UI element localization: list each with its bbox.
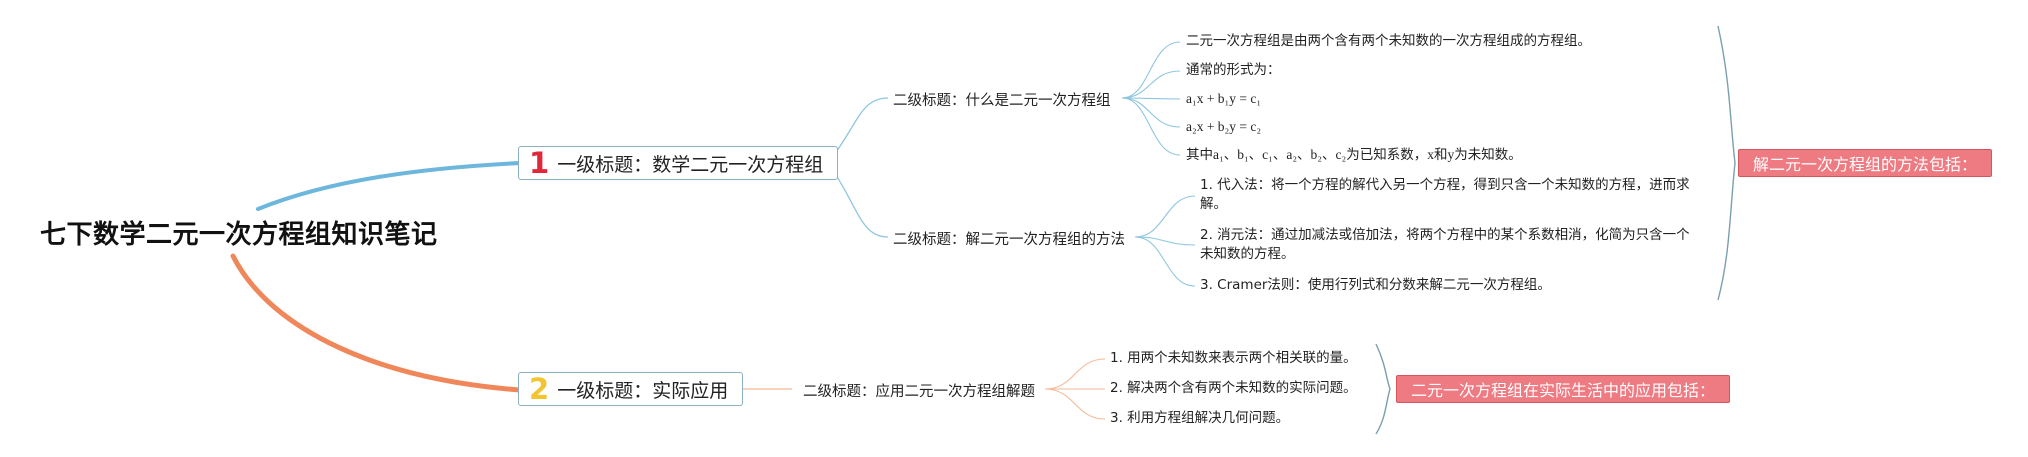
- root-topic[interactable]: 七下数学二元一次方程组知识笔记: [40, 220, 438, 250]
- connector-s2-leaf2: [1134, 236, 1196, 246]
- connector-root-branch-1: [256, 161, 522, 211]
- subtopic-application[interactable]: 二级标题：应用二元一次方程组解题: [803, 384, 1035, 400]
- branch-2-title: 一级标题：实际应用: [557, 379, 729, 402]
- leaf-app-1[interactable]: 1. 用两个未知数来表示两个相关联的量。: [1110, 350, 1357, 366]
- connector-s3-leaf1: [1044, 358, 1106, 390]
- summary-applications[interactable]: 二元一次方程组在实际生活中的应用包括：: [1396, 375, 1731, 403]
- leaf-equation-1[interactable]: a₁x + b₁y = c₁: [1186, 91, 1262, 106]
- subtopic-what-is[interactable]: 二级标题：什么是二元一次方程组: [893, 93, 1111, 109]
- leaf-elimination[interactable]: 2. 消元法：通过加减法或倍加法，将两个方程中的某个系数相消，化简为只含一个未知…: [1200, 227, 1690, 262]
- leaf-app-2[interactable]: 2. 解决两个含有两个未知数的实际问题。: [1110, 380, 1357, 396]
- connector-s1-leaf4: [1121, 97, 1181, 128]
- subtopic-methods[interactable]: 二级标题：解二元一次方程组的方法: [893, 232, 1125, 248]
- branch-1-title: 一级标题：数学二元一次方程组: [557, 153, 824, 176]
- connector-s3-leaf3: [1044, 388, 1106, 420]
- leaf-cramer[interactable]: 3. Cramer法则：使用行列式和分数来解二元一次方程组。: [1200, 277, 1551, 293]
- branch-1-number: 1: [529, 145, 550, 180]
- connector-s1-leaf1: [1121, 41, 1181, 99]
- summary-brace-2: [1375, 343, 1391, 435]
- leaf-equation-2[interactable]: a₂x + b₂y = c₂: [1186, 119, 1262, 134]
- branch-2-number: 2: [529, 371, 550, 406]
- branch-1-topic[interactable]: 1 一级标题：数学二元一次方程组: [518, 145, 839, 180]
- branch-2-topic[interactable]: 2 一级标题：实际应用: [518, 371, 744, 406]
- connector-s2-leaf3: [1134, 236, 1196, 287]
- leaf-substitution[interactable]: 1. 代入法：将一个方程的解代入另一个方程，得到只含一个未知数的方程，进而求解。: [1200, 177, 1690, 212]
- leaf-coefficients[interactable]: 其中a₁、b₁、c₁、a₂、b₂、c₂为已知系数，x和y为未知数。: [1186, 147, 1522, 162]
- leaf-general-form[interactable]: 通常的形式为：: [1186, 62, 1281, 78]
- connector-root-branch-2: [230, 253, 523, 393]
- connector-s1-leaf5: [1121, 97, 1181, 156]
- connector-s1-leaf2: [1121, 70, 1181, 99]
- leaf-definition[interactable]: 二元一次方程组是由两个含有两个未知数的一次方程组成的方程组。: [1186, 33, 1591, 49]
- summary-brace-1: [1717, 25, 1736, 301]
- leaf-app-3[interactable]: 3. 利用方程组解决几何问题。: [1110, 410, 1290, 426]
- connector-s2-leaf1: [1134, 195, 1196, 238]
- summary-methods[interactable]: 解二元一次方程组的方法包括：: [1738, 149, 1993, 177]
